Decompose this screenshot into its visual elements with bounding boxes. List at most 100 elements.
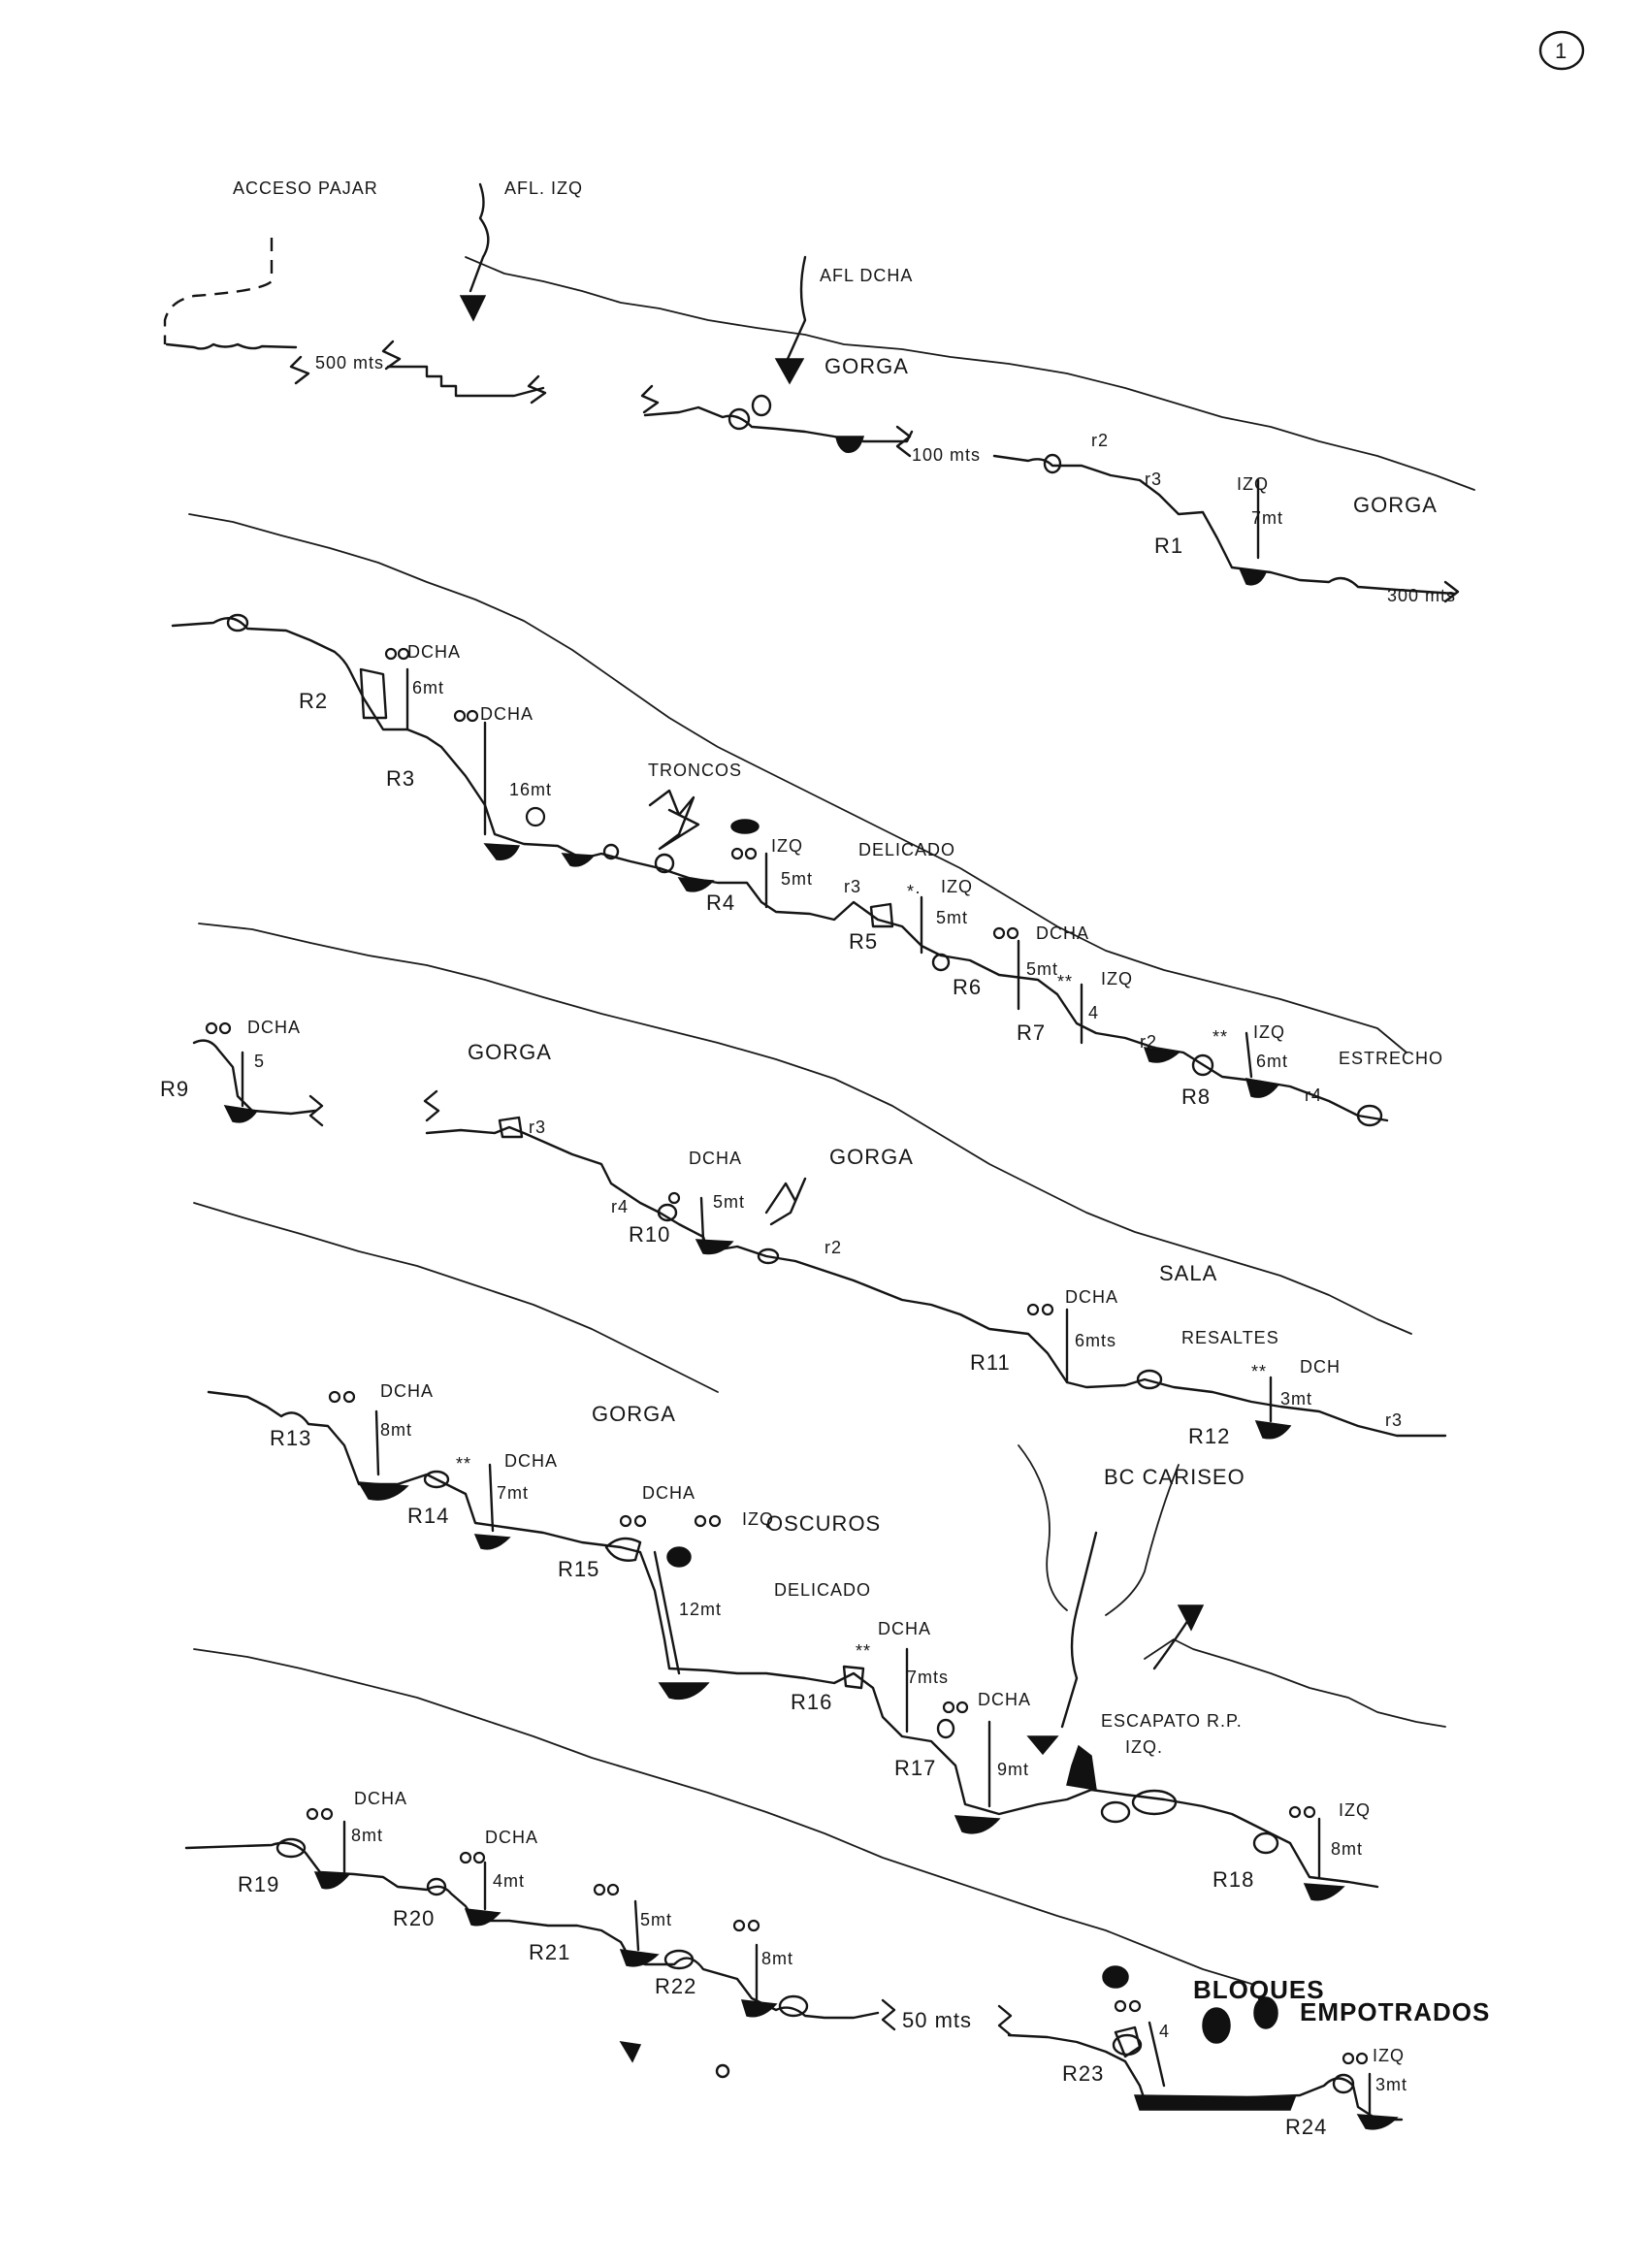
anchor-r17-a bbox=[942, 1701, 955, 1714]
canyon-floor-4 bbox=[207, 1390, 1379, 1889]
rappel-r12-id: R12 bbox=[1188, 1424, 1230, 1448]
rappel-r19-id: R19 bbox=[238, 1872, 279, 1896]
pool-r14 bbox=[473, 1534, 511, 1550]
canyon-floor-5 bbox=[184, 1841, 880, 2020]
anchor-r5-marks: *· bbox=[907, 882, 922, 901]
rappel-r8-height: 6mt bbox=[1256, 1052, 1288, 1071]
debris-mark-2 bbox=[715, 2063, 730, 2079]
rappel-r9-id: R9 bbox=[160, 1077, 189, 1101]
boulder-2c bbox=[654, 853, 675, 874]
block-r3-row3 bbox=[498, 1116, 524, 1139]
rappel-r20-height: 4mt bbox=[493, 1871, 525, 1891]
canyon-floor-1b bbox=[386, 365, 545, 398]
anchor-r24-b bbox=[1355, 2052, 1369, 2065]
pool-2d bbox=[1143, 1047, 1180, 1063]
rappel-r18-id: R18 bbox=[1212, 1867, 1254, 1892]
boulder-3a bbox=[657, 1203, 678, 1222]
anchor-r13-a bbox=[328, 1390, 341, 1404]
rappel-r21-id: R21 bbox=[529, 1940, 570, 1964]
zone-gorga-4: GORGA bbox=[829, 1145, 914, 1169]
zone-oscuros: OSCUROS bbox=[766, 1511, 881, 1536]
ressalt-r3-row3: r3 bbox=[529, 1118, 546, 1137]
canyon-floor-1d bbox=[992, 454, 1457, 596]
rappel-r17-height: 9mt bbox=[997, 1760, 1029, 1779]
block-r23 bbox=[1114, 2025, 1142, 2058]
page-marker: 1 bbox=[1538, 30, 1585, 71]
rappel-r7-id: R7 bbox=[1017, 1021, 1046, 1045]
ressalt-r3-row1: r3 bbox=[1145, 470, 1162, 489]
break-1a bbox=[289, 355, 310, 385]
boulder-dark-2 bbox=[730, 819, 760, 834]
rappel-r14-height: 7mt bbox=[497, 1483, 529, 1503]
anchor-r22-b bbox=[747, 1919, 760, 1932]
boulder-pile bbox=[1066, 1744, 1097, 1791]
pool-r23 bbox=[1133, 2094, 1297, 2111]
anchor-r13-b bbox=[342, 1390, 356, 1404]
distance-50: 50 mts bbox=[902, 2008, 972, 2032]
boulder-5a bbox=[275, 1837, 307, 1859]
anchor-r15-c bbox=[694, 1514, 707, 1528]
zone-resaltes: RESALTES bbox=[1181, 1328, 1279, 1347]
tributary-left bbox=[469, 182, 490, 293]
zone-delicado-2: DELICADO bbox=[774, 1580, 871, 1600]
rappel-r5-height: 5mt bbox=[936, 908, 968, 927]
ressalt-r3-row3b: r3 bbox=[1385, 1410, 1403, 1430]
pool-1a bbox=[835, 436, 864, 453]
tributary-right bbox=[786, 255, 807, 361]
page-marker-text: 1 bbox=[1555, 39, 1568, 63]
tributary-left-arrow bbox=[459, 295, 487, 322]
rappel-r2-id: R2 bbox=[299, 689, 328, 713]
rappel-r6-side: DCHA bbox=[1036, 923, 1089, 943]
log-jam bbox=[648, 789, 700, 851]
debris-mark bbox=[619, 2041, 642, 2063]
pool-2b bbox=[561, 853, 596, 867]
anchor-r18-a bbox=[1288, 1805, 1302, 1819]
label-access: ACCESO PAJAR bbox=[233, 178, 378, 198]
boulder-5d bbox=[778, 1994, 809, 2018]
ressalt-r4-row3: r4 bbox=[611, 1197, 629, 1216]
zone-sala: SALA bbox=[1159, 1261, 1217, 1285]
anchor-r15-d bbox=[708, 1514, 722, 1528]
rappel-r12-side: DCH bbox=[1300, 1357, 1341, 1377]
rappel-r23-height: 4 bbox=[1159, 2022, 1170, 2041]
anchor-r6-a bbox=[992, 926, 1006, 940]
canyon-wall-5-top bbox=[193, 1648, 1252, 1985]
anchor-r22-a bbox=[732, 1919, 746, 1932]
zone-empotrados: EMPOTRADOS bbox=[1300, 1997, 1490, 2026]
pool-r13 bbox=[357, 1481, 409, 1501]
anchor-r3-b bbox=[466, 709, 479, 723]
rappel-r5-side: IZQ bbox=[941, 877, 973, 896]
boulder-2e bbox=[1191, 1053, 1214, 1077]
ressalt-r2-row2: r2 bbox=[1140, 1032, 1157, 1052]
anchor-r4-a bbox=[730, 847, 744, 860]
rappel-r10-side: DCHA bbox=[689, 1149, 742, 1168]
ressalt-r3-row2: r3 bbox=[844, 877, 861, 896]
rappel-r22-height: 8mt bbox=[761, 1949, 793, 1968]
anchor-r19-b bbox=[320, 1807, 334, 1821]
break-5b bbox=[997, 2004, 1013, 2037]
zone-gorga-2: GORGA bbox=[1353, 493, 1438, 517]
rappel-arrow-r10 bbox=[699, 1196, 705, 1242]
rappel-r4-id: R4 bbox=[706, 891, 735, 915]
block-r16 bbox=[842, 1665, 865, 1690]
rappel-r1-id: R1 bbox=[1154, 534, 1183, 558]
anchor-r15-a bbox=[619, 1514, 632, 1528]
anchor-r19-a bbox=[306, 1807, 319, 1821]
rappel-r19-height: 8mt bbox=[351, 1826, 383, 1845]
anchor-r21-b bbox=[606, 1883, 620, 1896]
pool-r9 bbox=[223, 1105, 259, 1123]
canyon-floor-3b bbox=[425, 1125, 1447, 1438]
rappel-r24-id: R24 bbox=[1285, 2115, 1327, 2139]
rappel-r18-height: 8mt bbox=[1331, 1839, 1363, 1859]
canyon-wall-1-top bbox=[465, 256, 1475, 491]
section-2: TRONCOS DELICADO ESTRECHO R2 DCHA 6mt R3… bbox=[171, 513, 1442, 1127]
anchor-r17-b bbox=[955, 1701, 969, 1714]
rappel-r24-side: IZQ bbox=[1373, 2046, 1405, 2065]
rappel-r24-height: 3mt bbox=[1375, 2075, 1407, 2094]
rappel-r3-height: 16mt bbox=[509, 780, 552, 799]
break-1f bbox=[895, 425, 912, 458]
zone-escapatoria-2: IZQ. bbox=[1125, 1737, 1163, 1757]
anchor-r24-a bbox=[1342, 2052, 1355, 2065]
rappel-r16-height: 7mts bbox=[907, 1668, 949, 1687]
rappel-r4-side: IZQ bbox=[771, 836, 803, 856]
